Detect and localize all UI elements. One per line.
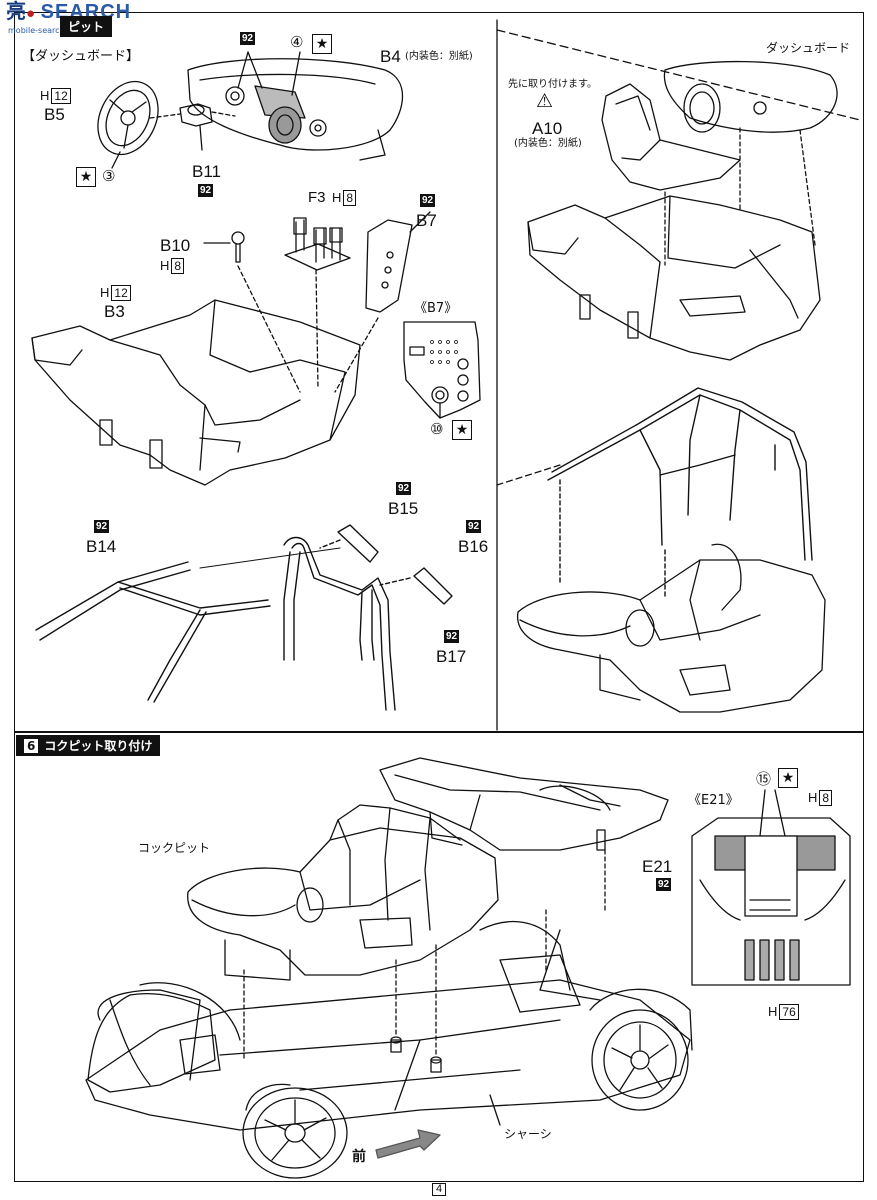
pedal-part (284, 217, 351, 389)
steering-column-part (179, 103, 236, 151)
chassis-drawing (85, 920, 691, 1131)
front-fender (87, 993, 216, 1093)
dashboard-part (187, 51, 404, 161)
page-number: 4 (432, 1183, 447, 1196)
roll-cage-parts (35, 524, 453, 711)
attach-first-note: 先に取り付けます。 (508, 79, 597, 90)
star-icon: ★ (452, 420, 472, 440)
paint-badge-b14: 92 (94, 520, 110, 533)
part-f3-label: F3 (308, 189, 326, 206)
circled-15: ⑮ (756, 770, 772, 788)
front-wheel (242, 1083, 348, 1179)
warning-icon: ⚠ (536, 90, 554, 112)
paint-badge-b15: 92 (396, 482, 412, 495)
b7-detail-drawing (403, 321, 481, 419)
paint-badge-b16: 92 (466, 520, 482, 533)
dashboard-title: 【ダッシュボード】 (22, 49, 140, 64)
steering-wheel-part (97, 80, 159, 156)
part-b3-label: B3 (104, 302, 125, 321)
star-icon: ★ (76, 167, 96, 187)
part-b11-label: B11 (192, 162, 221, 181)
paint-badge-b11: 92 (198, 184, 214, 197)
right-roll-cage (547, 387, 813, 599)
side-panel-part (334, 211, 431, 393)
right-dashboard-label: ダッシュボード (766, 41, 851, 55)
part-b7-label: B7 (416, 211, 437, 230)
part-b14-label: B14 (86, 537, 117, 556)
part-b10-label: B10 (160, 236, 191, 255)
right-assembled-cockpit (517, 543, 826, 713)
front-arrow (375, 1129, 441, 1159)
step5-frame (14, 12, 864, 732)
watermark-tag: mobile-search (8, 26, 65, 35)
engine-cover-part (379, 757, 669, 911)
part-b4-note: (内装色：別紙) (405, 51, 473, 62)
right-dashboard (663, 60, 838, 246)
cockpit-installed (187, 804, 547, 1061)
circled-10: ⑩ (430, 420, 444, 438)
paint-badge-b7: 92 (420, 194, 436, 207)
part-e21-label: E21 (642, 857, 673, 876)
paint-badge-b4-1: 92 (240, 32, 256, 45)
e21-detail-drawing (691, 789, 851, 986)
e21-detail-title: 《E21》 (688, 793, 739, 808)
step6-frame (14, 732, 864, 1182)
cockpit-tub-part (31, 299, 361, 486)
circled-4: ④ (290, 33, 304, 51)
part-a10-note: (内装色：別紙) (514, 138, 582, 149)
shifter-part (203, 231, 301, 393)
star-icon: ★ (312, 34, 332, 54)
b7-detail-title: 《B7》 (414, 301, 458, 316)
part-b15-label: B15 (388, 499, 419, 518)
step5-header: ピット (60, 16, 113, 37)
part-b17-label: B17 (436, 647, 467, 666)
seat-part (601, 83, 741, 266)
right-cockpit-tub (527, 195, 821, 361)
star-icon: ★ (778, 768, 798, 788)
front-label: 前 (352, 1149, 366, 1165)
rear-wheel (589, 988, 693, 1111)
paint-badge-e21: 92 (656, 878, 672, 891)
part-a10-label: A10 (532, 119, 563, 138)
part-b4-label: B4 (380, 47, 401, 66)
chassis-label: シャーシ (504, 1127, 552, 1141)
part-b5-label: B5 (44, 105, 65, 124)
paint-badge-b17: 92 (444, 630, 460, 643)
cockpit-label: コックピット (138, 841, 211, 855)
circled-3: ③ (102, 167, 116, 185)
part-b16-label: B16 (458, 537, 489, 556)
